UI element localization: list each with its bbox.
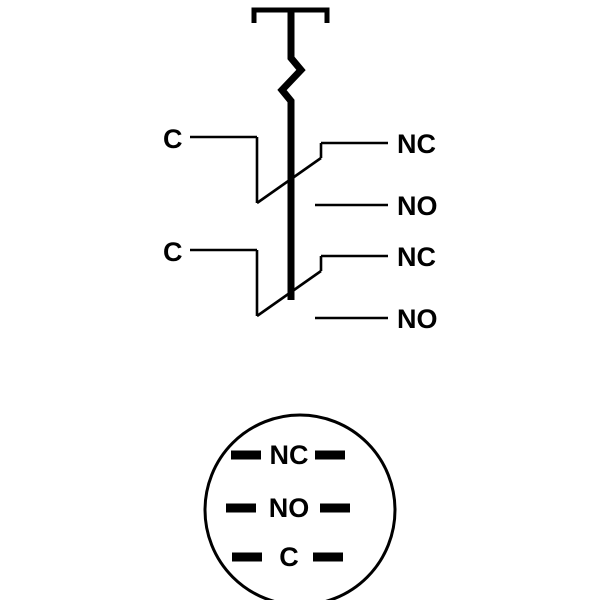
terminal-row-c: C [232, 542, 343, 572]
pole-1: C NC NO [163, 124, 438, 221]
pole2-common-label: C [163, 237, 183, 267]
pole1-blade [256, 156, 322, 205]
plunger-shaft [277, 10, 306, 300]
pole2-nc-label: NC [397, 242, 436, 272]
pole-2: C NC NO [163, 237, 438, 334]
pole2-blade [256, 269, 322, 318]
switch-body-circle [203, 413, 397, 600]
terminal-rear-view: NC NO C [203, 413, 397, 600]
terminal-row-no-label: NO [269, 493, 310, 523]
pole1-nc-label: NC [397, 129, 436, 159]
pole1-no-label: NO [397, 191, 438, 221]
plunger-actuator [251, 7, 330, 300]
terminal-row-nc: NC [231, 440, 345, 470]
pole2-no-label: NO [397, 304, 438, 334]
pole1-common-label: C [163, 124, 183, 154]
terminal-row-c-label: C [279, 542, 299, 572]
terminal-row-no: NO [226, 493, 350, 523]
terminal-row-nc-label: NC [270, 440, 309, 470]
